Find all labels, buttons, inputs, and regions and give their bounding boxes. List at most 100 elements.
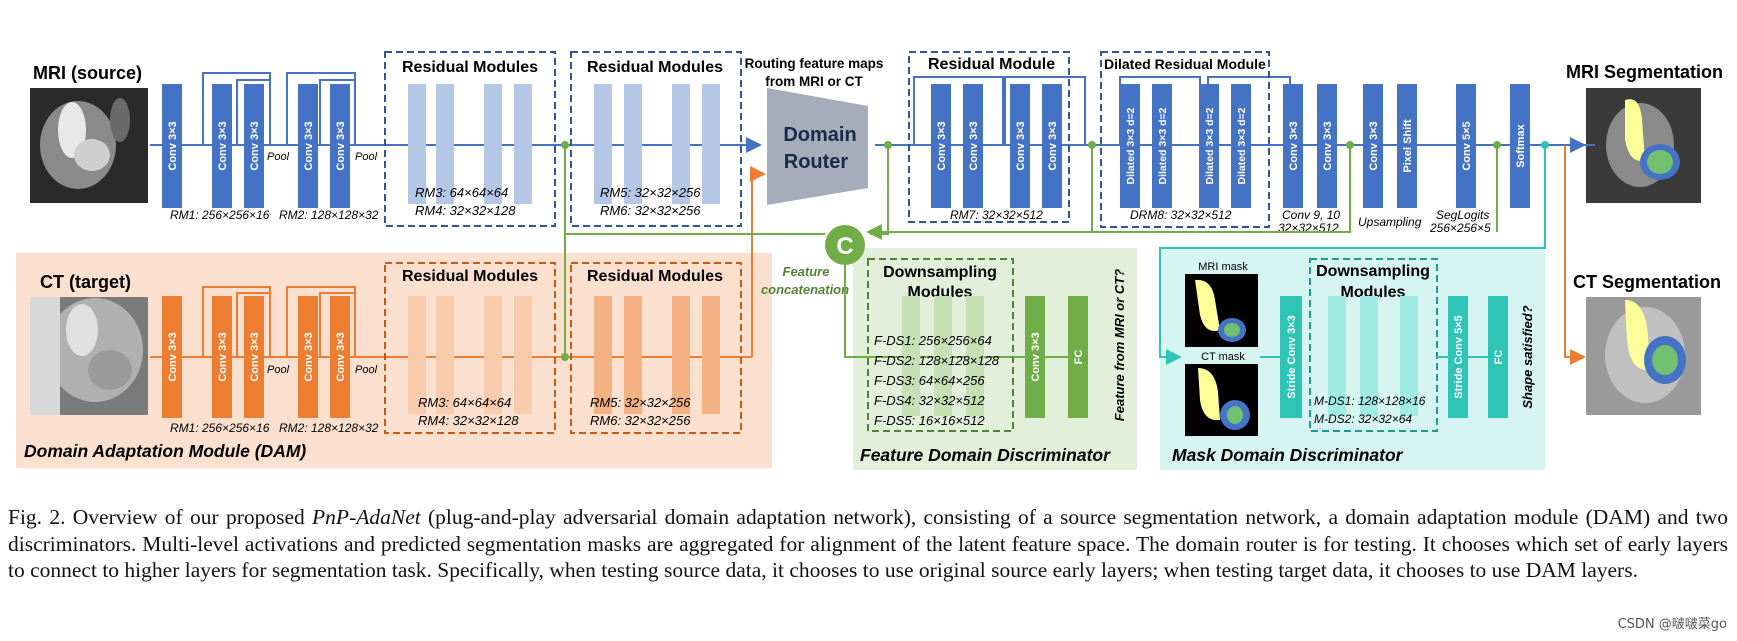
downsampling-title-1: Downsampling xyxy=(1316,263,1430,280)
svg-text:Conv 3×3: Conv 3×3 xyxy=(1322,121,1334,170)
downsampling-title-2: Modules xyxy=(908,284,973,301)
svg-text:Pixel Shift: Pixel Shift xyxy=(1402,119,1414,173)
ct-target-image xyxy=(30,297,148,415)
svg-text:Conv 3×3: Conv 3×3 xyxy=(1047,121,1059,170)
feature-discriminator-panel xyxy=(853,248,1137,470)
ct-rm4-size: RM4: 32×32×128 xyxy=(418,413,519,428)
fds3-size: F-DS3: 64×64×256 xyxy=(874,373,985,388)
rm6-size: RM6: 32×32×256 xyxy=(600,203,701,218)
ct-rm6-size: RM6: 32×32×256 xyxy=(590,413,691,428)
routing-label-1: Routing feature maps xyxy=(745,56,884,71)
svg-text:Conv 3×3: Conv 3×3 xyxy=(335,121,347,170)
routing-label-2: from MRI or CT xyxy=(765,74,863,89)
ct-segmentation-image xyxy=(1586,297,1701,415)
dam-label: Domain Adaptation Module (DAM) xyxy=(24,441,306,461)
mask-disc-stride: Stride Conv 3×3 xyxy=(1280,296,1302,418)
mask-disc-head: Stride Conv 5×5 FC xyxy=(1448,296,1508,418)
svg-text:Stride Conv 5×5: Stride Conv 5×5 xyxy=(1453,315,1465,398)
mri-block-conv-3: Conv 3×3 xyxy=(244,84,264,208)
head-blocks: Conv 3×3 Conv 3×3 Conv 3×3 Pixel Shift C… xyxy=(1283,84,1530,208)
feature-from-label: Feature from MRI or CT? xyxy=(1112,269,1127,421)
domain-router-text-2: Router xyxy=(784,151,849,173)
svg-text:Conv 3×3: Conv 3×3 xyxy=(936,121,948,170)
watermark: CSDN @啵啵菜go xyxy=(1617,617,1727,632)
feature-concat-label-1: Feature xyxy=(783,264,830,279)
downsampling-title-2: Modules xyxy=(1341,284,1406,301)
mask-ds-blocks xyxy=(1328,296,1418,416)
residual-modules-title: Residual Modules xyxy=(587,268,723,285)
residual-modules-title: Residual Modules xyxy=(587,59,723,76)
domain-router xyxy=(767,88,868,205)
mri-block-conv-1: Conv 3×3 xyxy=(162,84,182,208)
ct-blocks: Conv 3×3 Conv 3×3 Conv 3×3 Conv 3×3 Conv… xyxy=(162,296,350,418)
rm7-blocks: Conv 3×3 Conv 3×3 Conv 3×3 Conv 3×3 xyxy=(931,84,1062,208)
mask-discriminator-label: Mask Domain Discriminator xyxy=(1172,445,1404,465)
svg-text:Conv 3×3: Conv 3×3 xyxy=(167,121,179,170)
svg-text:Conv 3×3: Conv 3×3 xyxy=(303,332,315,381)
ct-rm3-size: RM3: 64×64×64 xyxy=(418,395,511,410)
rm7-box xyxy=(908,51,1070,223)
ct-target-label: CT (target) xyxy=(40,272,131,292)
pool-label: Pool xyxy=(355,364,378,376)
seglogits-size: 256×256×5 xyxy=(1429,221,1491,235)
ct-rm2-size: RM2: 128×128×32 xyxy=(279,421,379,435)
caption-rest: (plug-and-play adversarial domain adapta… xyxy=(8,505,1728,582)
svg-text:FC: FC xyxy=(1493,350,1505,365)
mri-source-label: MRI (source) xyxy=(33,63,142,83)
svg-text:Conv 3×3: Conv 3×3 xyxy=(1288,121,1300,170)
svg-text:Conv 5×5: Conv 5×5 xyxy=(1461,121,1473,170)
feature-concat-label-2: concatenation xyxy=(761,282,849,297)
svg-text:Conv 3×3: Conv 3×3 xyxy=(217,121,229,170)
mri-rm34-box xyxy=(384,51,556,227)
rm7-size: RM7: 32×32×512 xyxy=(950,208,1043,222)
svg-text:FC: FC xyxy=(1073,350,1085,365)
rm3-size: RM3: 64×64×64 xyxy=(415,185,508,200)
mri-source-image xyxy=(30,88,148,203)
pool-label: Pool xyxy=(267,364,290,376)
feature-disc-head: Conv 3×3 FC xyxy=(1025,296,1088,418)
svg-text:Conv 3×3: Conv 3×3 xyxy=(303,121,315,170)
ct-rm1-size: RM1: 256×256×16 xyxy=(170,421,270,435)
feature-downsampling-box xyxy=(867,258,1014,432)
ct-rm5-size: RM5: 32×32×256 xyxy=(590,395,691,410)
svg-text:Conv 3×3: Conv 3×3 xyxy=(167,332,179,381)
concat-symbol: C xyxy=(836,233,853,260)
seglogits-label: SegLogits xyxy=(1436,208,1489,222)
mri-mask-label: MRI mask xyxy=(1198,261,1248,273)
residual-module-title: Residual Module xyxy=(928,56,1055,73)
upsampling-label: Upsampling xyxy=(1358,215,1422,229)
svg-text:Conv 3×3: Conv 3×3 xyxy=(1015,121,1027,170)
conv910-label: Conv 9, 10 xyxy=(1282,208,1340,222)
architecture-diagram: MRI (source) CT (target) MRI Segmentatio… xyxy=(16,51,1723,470)
ct-rm56-box xyxy=(570,262,742,434)
mri-block-conv-4: Conv 3×3 xyxy=(298,84,318,208)
domain-router-text-1: Domain xyxy=(783,124,856,146)
drm8-size: DRM8: 32×32×512 xyxy=(1130,208,1232,222)
rm2-size: RM2: 128×128×32 xyxy=(279,208,379,222)
ct-rm34-box xyxy=(384,262,556,434)
mri-rm56-blocks xyxy=(594,84,720,204)
mds2-size: M-DS2: 32×32×64 xyxy=(1314,412,1412,426)
mri-segmentation-image xyxy=(1586,88,1701,203)
drm8-box xyxy=(1100,51,1270,228)
svg-text:Stride Conv 3×3: Stride Conv 3×3 xyxy=(1286,315,1298,398)
svg-text:Dilated 3×3 d=2: Dilated 3×3 d=2 xyxy=(1236,107,1248,184)
svg-text:Conv 3×3: Conv 3×3 xyxy=(217,332,229,381)
svg-text:Conv 3×3: Conv 3×3 xyxy=(968,121,980,170)
downsampling-title-1: Downsampling xyxy=(883,264,997,281)
svg-text:Dilated 3×3 d=2: Dilated 3×3 d=2 xyxy=(1204,107,1216,184)
fds4-size: F-DS4: 32×32×512 xyxy=(874,393,985,408)
mds1-size: M-DS1: 128×128×16 xyxy=(1314,394,1426,408)
mask-downsampling-box xyxy=(1309,258,1438,432)
ct-segmentation-label: CT Segmentation xyxy=(1573,272,1721,292)
mri-segmentation-label: MRI Segmentation xyxy=(1566,62,1723,82)
svg-text:Conv 3×3: Conv 3×3 xyxy=(1030,332,1042,381)
ct-rm34-blocks xyxy=(408,296,532,414)
caption-prefix: Fig. 2. Overview of our proposed xyxy=(8,505,313,529)
mri-rm34-blocks xyxy=(408,84,532,204)
rm4-size: RM4: 32×32×128 xyxy=(415,203,516,218)
mri-block-conv-2: Conv 3×3 xyxy=(212,84,232,208)
pool-label: Pool xyxy=(267,151,290,163)
dilated-residual-module-title: Dilated Residual Module xyxy=(1104,56,1266,72)
rm5-size: RM5: 32×32×256 xyxy=(600,185,701,200)
